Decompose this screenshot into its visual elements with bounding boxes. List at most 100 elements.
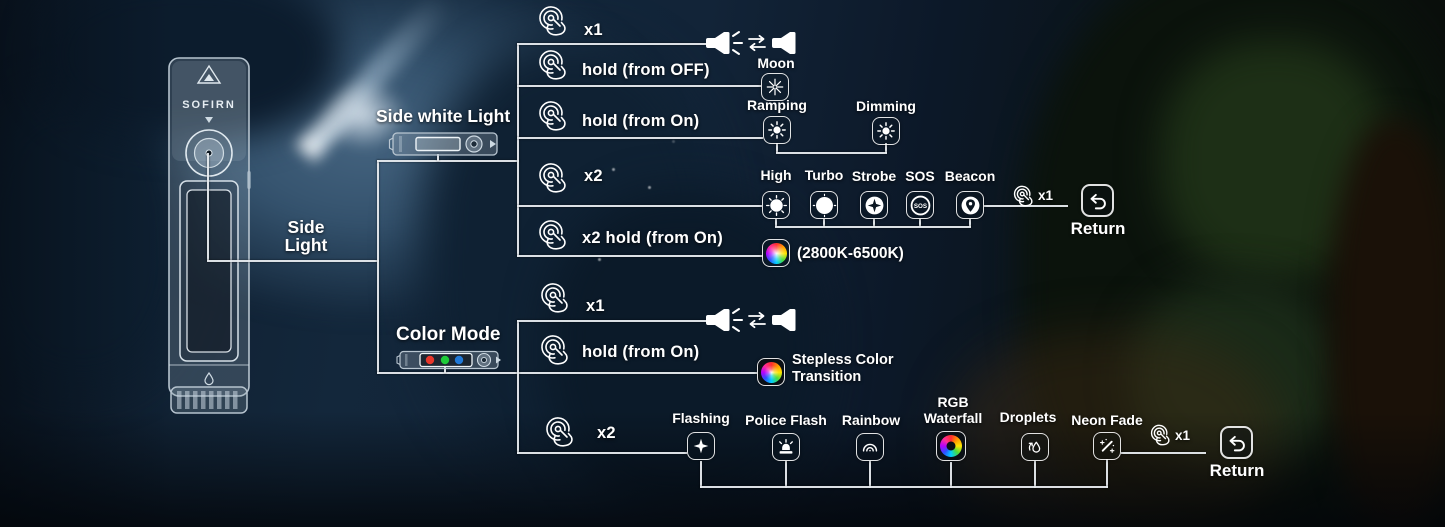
brand-text: SOFIRN — [182, 99, 236, 111]
cycle-stub — [919, 219, 921, 227]
high-mode-icon — [762, 191, 790, 219]
flashlight-on-off-toggle-icon — [706, 31, 796, 55]
white-branch-trunk — [517, 43, 519, 257]
svg-text:SOS: SOS — [913, 203, 926, 210]
dimming-sun-icon — [872, 117, 900, 145]
mode-label-dimming: Dimming — [856, 98, 916, 114]
tap-x2-hold-icon — [539, 220, 566, 250]
cycle-stub — [823, 219, 825, 227]
action-label: hold (from OFF) — [582, 61, 710, 79]
flashlight-illustration: SOFIRN — [168, 57, 251, 414]
cycle-stub — [776, 143, 778, 153]
tap-x1-icon — [539, 6, 566, 36]
tap-x2-icon — [539, 163, 566, 193]
action-label: x1 — [584, 21, 603, 39]
mode-label-high: High — [760, 167, 792, 183]
cycle-line — [775, 226, 971, 228]
exit-action-label: x1 — [1175, 428, 1191, 443]
swap-arrows-icon — [748, 311, 766, 329]
droplets-mode-icon — [1021, 433, 1049, 461]
action-label: x2 — [584, 167, 603, 185]
return-line — [1121, 452, 1206, 454]
cycle-stub — [885, 143, 887, 153]
action-label: x2 — [597, 424, 616, 442]
cycle-line — [700, 486, 1108, 488]
mode-label-droplets: Droplets — [999, 409, 1057, 425]
row-line — [517, 205, 762, 207]
turbo-mode-icon — [810, 191, 838, 219]
main-trunk-line — [377, 160, 379, 374]
strobe-mode-icon — [860, 191, 888, 219]
tap-hold-icon — [539, 50, 566, 80]
row-line — [517, 452, 687, 454]
return-label: Return — [1070, 219, 1126, 238]
action-label: x2 hold (from On) — [582, 229, 723, 247]
tap-x2-icon — [546, 417, 573, 447]
row-line — [517, 320, 708, 322]
mode-label-rainbow: Rainbow — [841, 412, 901, 428]
action-label: hold (from On) — [582, 112, 700, 130]
tap-hold-icon — [541, 335, 568, 365]
action-label: hold (from On) — [582, 343, 700, 361]
cycle-stub — [969, 219, 971, 227]
pointer-line-horizontal — [207, 260, 379, 262]
rgb-waterfall-icon — [936, 431, 966, 461]
white-group-connector — [377, 160, 519, 162]
star — [648, 186, 651, 189]
tap-x1-icon — [541, 283, 568, 313]
side-white-light-device-icon — [388, 132, 498, 156]
flashing-mode-icon — [687, 432, 715, 460]
side-light-pointer-label: Side Light — [284, 217, 328, 256]
cycle-stub — [1034, 461, 1036, 488]
mode-label-turbo: Turbo — [804, 167, 844, 183]
tap-x1-icon — [1150, 424, 1170, 446]
row-line — [517, 85, 761, 87]
mode-label-moon: Moon — [757, 55, 795, 71]
color-device-stub — [444, 367, 446, 373]
tap-x1-icon — [1013, 185, 1033, 207]
red-dot — [425, 355, 435, 365]
police-flash-icon — [772, 433, 800, 461]
cycle-line — [776, 152, 887, 154]
color-mode-device-icon — [396, 350, 501, 370]
cycle-stub — [869, 461, 871, 488]
color-temperature-wheel-icon — [762, 239, 790, 267]
moon-icon — [761, 73, 789, 101]
ramping-sun-icon — [763, 116, 791, 144]
return-icon — [1081, 184, 1114, 217]
tap-hold-icon — [539, 101, 566, 131]
exit-action-label: x1 — [1038, 188, 1054, 203]
mode-label-sos: SOS — [905, 168, 935, 184]
cycle-stub — [950, 462, 952, 488]
stepless-color-wheel-icon — [757, 358, 785, 386]
star — [612, 168, 615, 171]
cycle-stub — [873, 219, 875, 227]
pointer-line-vertical — [207, 153, 209, 261]
return-icon — [1220, 426, 1253, 459]
green-dot — [440, 355, 450, 365]
mode-label-beacon: Beacon — [944, 168, 996, 184]
swap-arrows-icon — [748, 34, 766, 52]
mode-label-rgb-waterfall: RGB Waterfall — [923, 394, 983, 426]
cycle-stub — [775, 219, 777, 227]
color-branch-trunk — [517, 320, 519, 454]
color-group-title: Color Mode — [396, 324, 501, 345]
color-group-connector — [377, 372, 758, 374]
mode-label-flashing: Flashing — [672, 410, 730, 426]
flashlight-on-off-toggle-icon — [706, 308, 796, 332]
row-line — [517, 43, 708, 45]
cycle-stub — [785, 461, 787, 488]
white-group-title: Side white Light — [376, 106, 511, 126]
action-label: x1 — [586, 297, 605, 315]
beacon-mode-icon — [956, 191, 984, 219]
neon-fade-wand-icon — [1093, 432, 1121, 460]
stepless-color-label: Stepless Color Transition — [792, 352, 894, 385]
mode-label-strobe: Strobe — [851, 168, 897, 184]
row-line — [517, 137, 763, 139]
mode-label-neon-fade: Neon Fade — [1071, 412, 1143, 428]
color-temperature-range: (2800K-6500K) — [797, 245, 904, 262]
return-label: Return — [1209, 461, 1265, 480]
cycle-stub — [1106, 459, 1108, 488]
